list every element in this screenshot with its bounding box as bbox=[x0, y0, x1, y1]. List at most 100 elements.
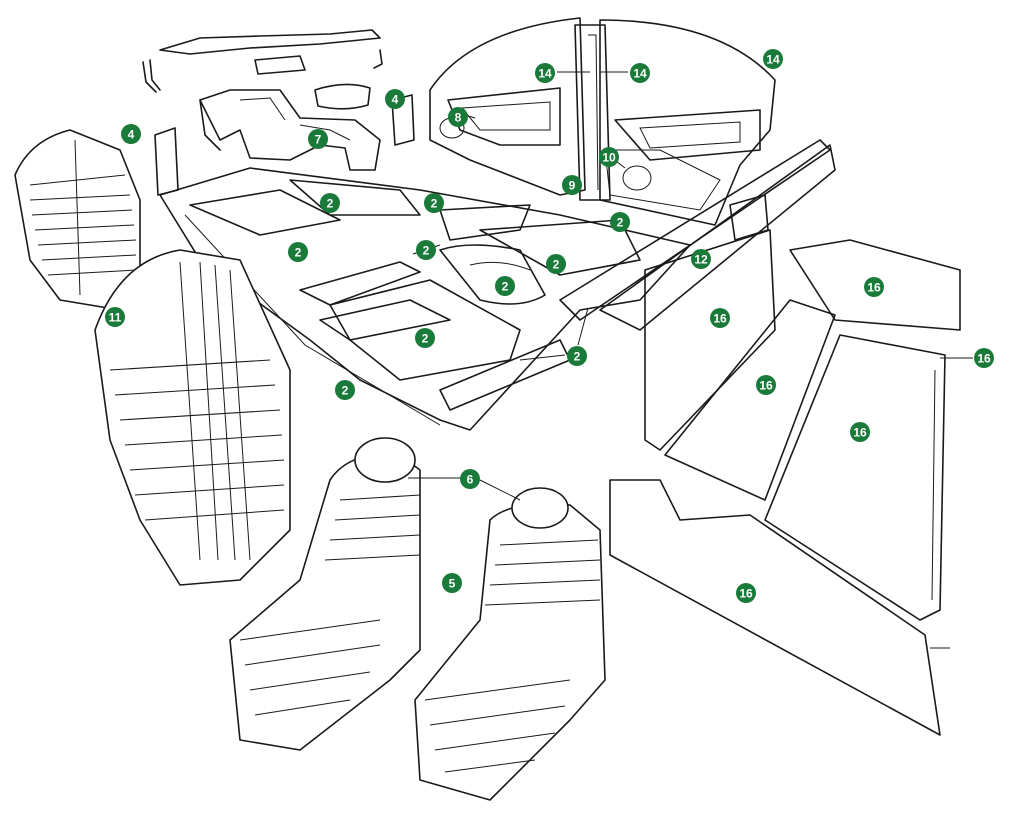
boot-floor-panel-right bbox=[764, 334, 946, 621]
callout-badge: 14 bbox=[535, 63, 555, 83]
callout-number: 16 bbox=[713, 312, 727, 326]
callout-badge: 7 bbox=[308, 129, 328, 149]
callout-badge-circle bbox=[335, 380, 355, 400]
callout-badge: 16 bbox=[864, 277, 884, 297]
callout-number: 16 bbox=[977, 352, 991, 366]
callout-badge-circle bbox=[448, 107, 468, 127]
callout-number: 2 bbox=[502, 280, 509, 294]
callout-badge: 2 bbox=[415, 328, 435, 348]
front-door-panel bbox=[429, 17, 586, 196]
callout-badge: 9 bbox=[562, 175, 582, 195]
callout-badge: 16 bbox=[710, 308, 730, 328]
callout-number: 4 bbox=[392, 93, 399, 107]
callout-number: 16 bbox=[867, 281, 881, 295]
boot-floor-panel-left bbox=[664, 299, 836, 501]
callout-number: 12 bbox=[694, 253, 708, 267]
callout-badge: 2 bbox=[567, 346, 587, 366]
callout-number: 16 bbox=[853, 426, 867, 440]
rear-door-panel bbox=[599, 19, 776, 226]
callout-number: 8 bbox=[455, 111, 462, 125]
glovebox-lid bbox=[254, 55, 306, 75]
callout-badge-circle bbox=[850, 422, 870, 442]
callout-number: 14 bbox=[766, 53, 780, 67]
callout-number: 16 bbox=[739, 587, 753, 601]
callout-badge-circle bbox=[974, 348, 994, 368]
callout-badge-circle bbox=[691, 249, 711, 269]
callout-badge-circle bbox=[756, 375, 776, 395]
callout-badge: 16 bbox=[974, 348, 994, 368]
callout-number: 14 bbox=[538, 67, 552, 81]
callout-badge-circle bbox=[121, 124, 141, 144]
callout-badge-circle bbox=[424, 193, 444, 213]
rear-bench-seat-cushion bbox=[94, 249, 291, 586]
callout-badge: 2 bbox=[424, 193, 444, 213]
callout-number: 7 bbox=[315, 133, 322, 147]
callout-number: 4 bbox=[128, 128, 135, 142]
callout-number: 10 bbox=[602, 151, 616, 165]
callout-number: 2 bbox=[617, 216, 624, 230]
callout-badge: 2 bbox=[546, 254, 566, 274]
centre-console bbox=[199, 89, 381, 171]
callout-badge-circle bbox=[535, 63, 555, 83]
callout-badge-circle bbox=[864, 277, 884, 297]
armrest-cushion bbox=[314, 83, 371, 110]
callout-badge: 6 bbox=[460, 469, 480, 489]
callout-badge: 8 bbox=[448, 107, 468, 127]
callout-badge: 16 bbox=[850, 422, 870, 442]
callout-badge: 5 bbox=[442, 573, 462, 593]
callout-badge: 16 bbox=[736, 583, 756, 603]
front-left-seat bbox=[229, 437, 421, 751]
callout-badge: 2 bbox=[288, 242, 308, 262]
callout-badge-circle bbox=[567, 346, 587, 366]
callout-badge-circle bbox=[710, 308, 730, 328]
callout-badge: 2 bbox=[335, 380, 355, 400]
left-kick-panel bbox=[154, 127, 179, 196]
callout-badge-circle bbox=[442, 573, 462, 593]
callout-badge: 4 bbox=[121, 124, 141, 144]
b-pillar-trim bbox=[574, 24, 611, 201]
boot-rear-panel bbox=[789, 239, 961, 331]
callout-badge: 2 bbox=[320, 193, 340, 213]
callout-badge: 14 bbox=[763, 49, 783, 69]
callout-badge-circle bbox=[546, 254, 566, 274]
callout-number: 6 bbox=[467, 473, 474, 487]
callout-number: 5 bbox=[449, 577, 456, 591]
callout-badge: 11 bbox=[105, 307, 125, 327]
callout-badge-circle bbox=[562, 175, 582, 195]
callout-badge: 12 bbox=[691, 249, 711, 269]
callout-badge: 4 bbox=[385, 89, 405, 109]
callout-badge-circle bbox=[320, 193, 340, 213]
callout-badge: 2 bbox=[495, 276, 515, 296]
callout-badge: 14 bbox=[630, 63, 650, 83]
callout-badge-circle bbox=[105, 307, 125, 327]
callout-badge-circle bbox=[385, 89, 405, 109]
callout-badge: 10 bbox=[599, 147, 619, 167]
callout-badge-circle bbox=[288, 242, 308, 262]
callout-number: 2 bbox=[553, 258, 560, 272]
callout-number: 9 bbox=[569, 179, 576, 193]
callout-badge: 2 bbox=[416, 240, 436, 260]
callout-badge-circle bbox=[415, 328, 435, 348]
callout-badge-circle bbox=[308, 129, 328, 149]
boot-front-panel bbox=[609, 479, 941, 736]
callout-number: 2 bbox=[574, 350, 581, 364]
callout-number: 11 bbox=[109, 311, 122, 325]
callout-badge-circle bbox=[599, 147, 619, 167]
callout-badge-circle bbox=[630, 63, 650, 83]
callout-number: 14 bbox=[633, 67, 647, 81]
dashboard-top-rail bbox=[142, 29, 383, 93]
callout-badge: 16 bbox=[756, 375, 776, 395]
callout-badge: 2 bbox=[610, 212, 630, 232]
callout-badge-circle bbox=[763, 49, 783, 69]
callout-badge-circle bbox=[416, 240, 436, 260]
callout-badge-circle bbox=[495, 276, 515, 296]
callout-badge-circle bbox=[460, 469, 480, 489]
callout-badge-circle bbox=[610, 212, 630, 232]
callout-badge-circle bbox=[736, 583, 756, 603]
callout-number: 2 bbox=[295, 246, 302, 260]
callout-number: 2 bbox=[431, 197, 438, 211]
callout-number: 2 bbox=[342, 384, 349, 398]
callout-number: 2 bbox=[423, 244, 430, 258]
callout-number: 2 bbox=[327, 197, 334, 211]
